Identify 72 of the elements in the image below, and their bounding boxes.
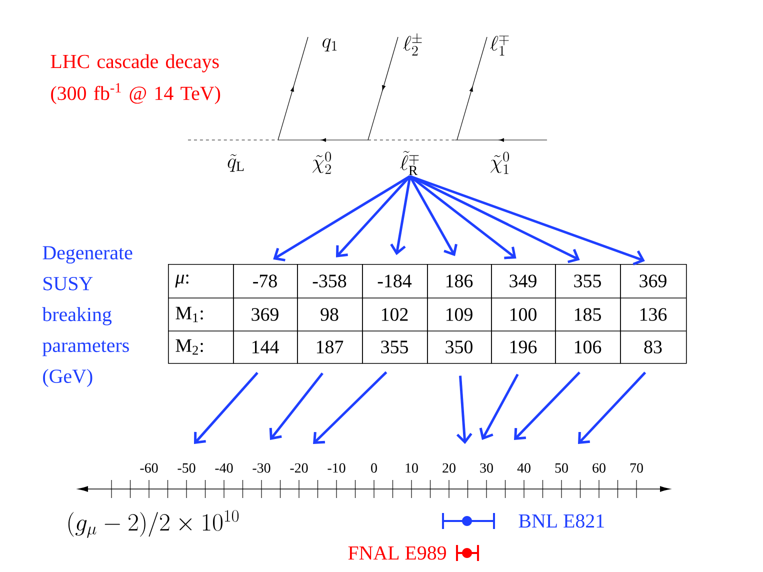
table-column bbox=[427, 264, 492, 364]
tick-label: -30 bbox=[252, 463, 270, 473]
arrow bbox=[514, 372, 580, 440]
cell-value: 109 bbox=[446, 308, 472, 321]
particle-label: $q_1$ bbox=[322, 38, 337, 52]
arrow bbox=[269, 372, 324, 440]
arrow bbox=[409, 175, 580, 264]
cell-value: 136 bbox=[640, 308, 667, 321]
table-column bbox=[491, 264, 556, 364]
cell-value: 355 bbox=[381, 340, 408, 354]
cell-value: 369 bbox=[640, 274, 666, 288]
cell-value: 102 bbox=[382, 308, 408, 321]
arrow bbox=[479, 374, 519, 440]
arrow bbox=[336, 175, 411, 258]
arrow bbox=[409, 175, 516, 260]
row-header: M$_{2}$: bbox=[176, 339, 203, 355]
cell-value: 350 bbox=[446, 340, 472, 354]
tick-label: 40 bbox=[517, 463, 530, 473]
arrow bbox=[273, 175, 411, 262]
particle-label: $\tilde{\chi}_1^0$ bbox=[490, 152, 509, 174]
cell-value: -78 bbox=[253, 274, 277, 288]
cell-value: 196 bbox=[510, 340, 537, 354]
legend-text: FNAL E989 bbox=[348, 546, 446, 560]
arrow bbox=[410, 175, 645, 266]
table-column bbox=[555, 264, 621, 364]
tick-label: -40 bbox=[215, 463, 233, 473]
particle-label: $\tilde{q}_{\mathrm{L}}$ bbox=[228, 154, 244, 172]
tick-label: 60 bbox=[592, 463, 606, 473]
cell-value: 100 bbox=[510, 308, 536, 321]
cell-value: 185 bbox=[574, 308, 601, 321]
table-column bbox=[362, 264, 428, 364]
cell-value: 106 bbox=[574, 340, 602, 354]
tick-label: 70 bbox=[630, 463, 643, 473]
arrow bbox=[194, 372, 258, 444]
tick-label: 50 bbox=[555, 463, 568, 473]
table-column bbox=[233, 264, 298, 364]
row-header: μ: bbox=[175, 274, 188, 288]
particle-label: $\tilde{\chi}_2^0$ bbox=[312, 152, 331, 174]
cell-value: 369 bbox=[252, 308, 278, 321]
tick-label: 0 bbox=[371, 463, 377, 473]
row-header: M$_{1}$: bbox=[176, 306, 203, 322]
arrow bbox=[408, 176, 458, 256]
cell-value: -358 bbox=[312, 274, 346, 288]
particle-label: $\ell_1^{\mp}$ bbox=[490, 36, 509, 56]
cell-value: 355 bbox=[574, 274, 601, 288]
particle-label: $\tilde{\ell}_{\mathrm{R}}^{\mp}$ bbox=[400, 150, 419, 176]
table-column bbox=[297, 264, 363, 364]
tick-label: -60 bbox=[140, 463, 158, 473]
cell-value: 144 bbox=[252, 340, 279, 354]
tick-label: 20 bbox=[442, 463, 456, 473]
cell-value: 98 bbox=[320, 308, 338, 321]
tick-label: 30 bbox=[480, 463, 493, 473]
arrow bbox=[390, 176, 412, 256]
table-column bbox=[620, 264, 687, 364]
cell-value: 187 bbox=[316, 340, 344, 354]
arrow bbox=[313, 371, 388, 444]
tick-label: -10 bbox=[328, 463, 346, 473]
cell-value: 83 bbox=[644, 340, 662, 354]
axis-label: $(g_\mu - 2)/2\times 10^{10}$ bbox=[68, 510, 239, 538]
particle-label: $\ell_2^{\pm}$ bbox=[403, 33, 422, 56]
heading-text: LHC cascade decays (300 fb$^{-1}$ @ 14 TeV) bbox=[50, 54, 220, 104]
arrow bbox=[456, 376, 472, 444]
side-note: Degenerate SUSY breaking parameters (GeV) bbox=[42, 246, 132, 387]
legend-text: BNL E821 bbox=[518, 514, 604, 528]
tick-label: -20 bbox=[290, 463, 308, 473]
table-column bbox=[168, 264, 234, 364]
tick-label: 10 bbox=[406, 463, 418, 473]
cell-value: 349 bbox=[510, 274, 536, 288]
arrow bbox=[578, 372, 646, 444]
tick-label: -50 bbox=[178, 463, 196, 473]
cell-value: -184 bbox=[378, 274, 412, 288]
cell-value: 186 bbox=[446, 274, 473, 288]
